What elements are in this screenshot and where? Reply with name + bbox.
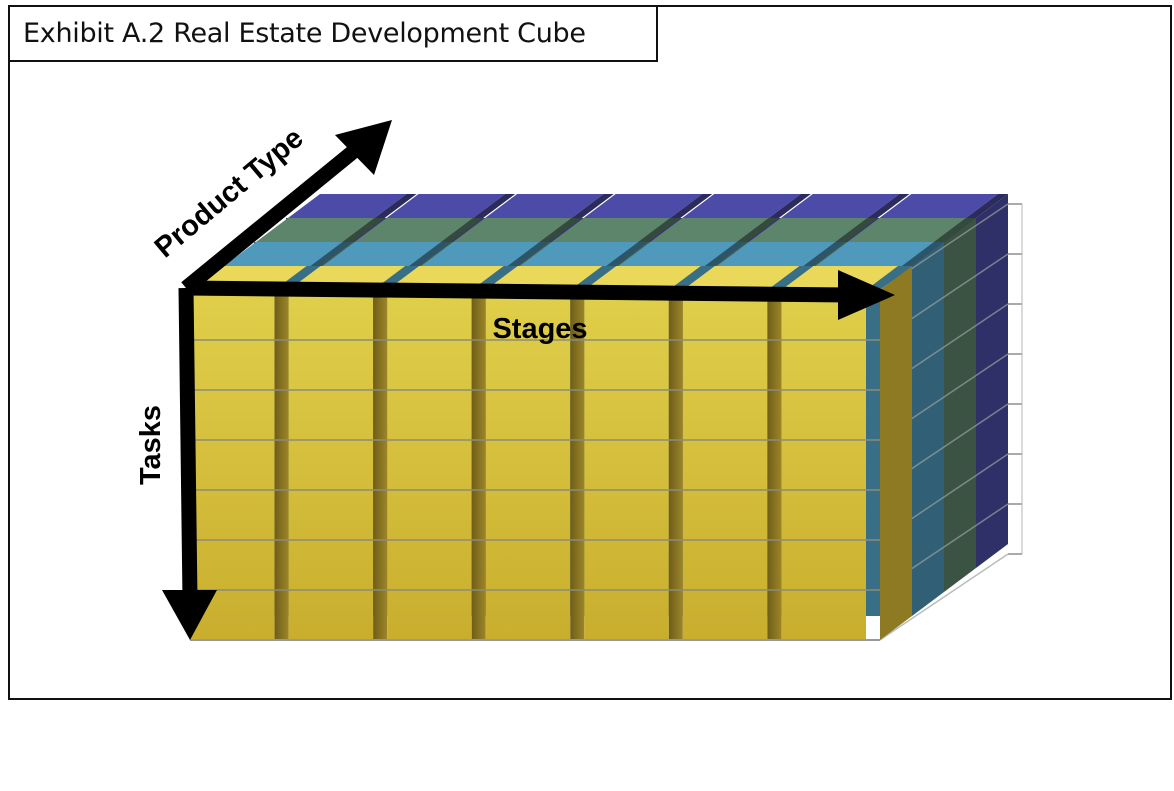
layer-top-block <box>618 242 737 266</box>
layer-top-block <box>815 242 934 266</box>
layer-top-gap <box>835 218 878 242</box>
stage-divider <box>471 290 486 640</box>
layer-top-block <box>354 218 474 242</box>
layer-top-block <box>780 194 900 218</box>
stage-divider <box>668 290 683 640</box>
layer-top-gap <box>539 218 582 242</box>
stage-column <box>682 290 768 640</box>
layer-top-gap <box>638 218 681 242</box>
layer-top-gap <box>736 218 779 242</box>
stage-column <box>387 290 472 640</box>
front-top-block <box>682 266 800 290</box>
front-top-block <box>584 266 701 290</box>
product-type-axis-line <box>181 136 370 294</box>
side-gridline <box>879 553 1009 641</box>
tasks-label: Tasks <box>135 405 167 485</box>
layer-top-block <box>551 218 671 242</box>
layer-top-block <box>485 194 604 218</box>
exhibit-title: Exhibit A.2 Real Estate Development Cube <box>8 5 658 62</box>
layer-side-face <box>976 194 1008 568</box>
stages-arrowhead <box>838 270 895 320</box>
stage-divider <box>570 290 585 640</box>
layer-top-gap <box>966 194 1008 218</box>
layer-top-gap <box>606 242 649 266</box>
layer-top-block <box>650 218 769 242</box>
layer-top-gap <box>934 218 976 242</box>
stage-column <box>584 290 669 640</box>
layer-top-block <box>748 218 868 242</box>
layer-top-gap <box>310 242 353 266</box>
layer-side-face <box>944 218 976 592</box>
layer-top-block <box>386 194 506 218</box>
stage-divider <box>274 290 289 640</box>
layer-top-block <box>583 194 703 218</box>
layer-top-gap <box>670 194 713 218</box>
front-side-face <box>880 266 912 640</box>
layer-top-block <box>453 218 572 242</box>
product-type-arrowhead <box>335 120 392 175</box>
layer-top-gap <box>768 194 811 218</box>
layer-top-block <box>847 218 966 242</box>
layer-top-block <box>421 242 540 266</box>
layer-top-gap <box>704 242 747 266</box>
layer-top-block <box>288 194 407 218</box>
stages-label: Stages <box>492 313 587 345</box>
stage-divider <box>373 290 388 640</box>
layer-top-block <box>519 242 639 266</box>
layer-top-gap <box>409 242 452 266</box>
layer-top-gap <box>342 218 385 242</box>
stage-divider <box>767 290 782 640</box>
layer-top-gap <box>473 194 516 218</box>
stage-column <box>288 290 374 640</box>
front-layer <box>190 266 912 641</box>
layer-top-gap <box>441 218 484 242</box>
stages-axis-line <box>185 280 851 303</box>
layer-side-face <box>912 242 944 616</box>
stage-column <box>781 290 866 640</box>
layer-top-gap <box>867 194 910 218</box>
layer-top-block <box>256 218 375 242</box>
stage-column <box>190 290 275 640</box>
stage-column <box>485 290 571 640</box>
tasks-axis-line <box>178 287 198 601</box>
layer-top-gap <box>902 242 944 266</box>
tasks-arrowhead <box>162 590 217 640</box>
layer-top-block <box>716 242 836 266</box>
layer-top-gap <box>803 242 846 266</box>
layer-top-block <box>682 194 801 218</box>
layer-top-block <box>322 242 442 266</box>
layer-top-block <box>879 194 998 218</box>
layer-top-gap <box>507 242 550 266</box>
layer-top-gap <box>571 194 614 218</box>
layer-top-gap <box>374 194 417 218</box>
layer-top-block <box>224 242 343 266</box>
